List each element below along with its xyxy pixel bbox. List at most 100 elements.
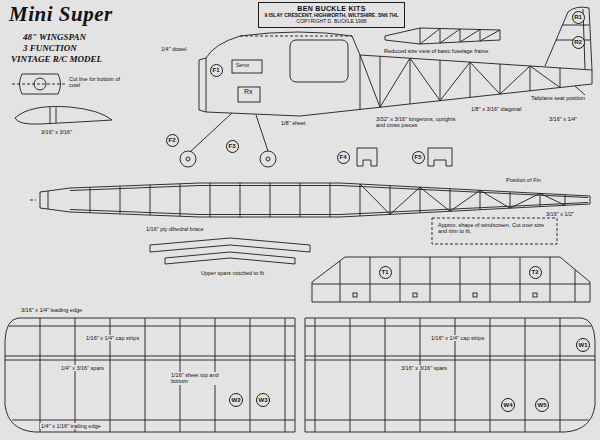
plan-note: 1/16" x 1/4" cap strips bbox=[430, 335, 485, 341]
tailplane-plan bbox=[473, 293, 477, 297]
callout-text: F3 bbox=[228, 143, 235, 150]
plan-note: 1/16" ply dihedral brace bbox=[145, 226, 205, 232]
callout-text: F2 bbox=[168, 137, 175, 144]
fuselage-side-view bbox=[575, 70, 592, 95]
fuselage-side-view bbox=[238, 87, 260, 102]
callout-number: F1 bbox=[210, 64, 223, 77]
fuselage-side-view bbox=[232, 60, 262, 73]
callout-text: W3 bbox=[259, 397, 268, 404]
tailplane-plan bbox=[312, 284, 590, 285]
fuselage-side-view bbox=[545, 7, 592, 70]
callout-number: F5 bbox=[412, 151, 425, 164]
dihedral-brace bbox=[150, 238, 310, 264]
callout-number: W2 bbox=[229, 393, 243, 407]
fuselage-side-view bbox=[180, 7, 592, 167]
callout-number: W3 bbox=[256, 393, 270, 407]
plan-note: 3/16" x 1/2" bbox=[545, 211, 575, 217]
plan-note: 1/4" dowel bbox=[160, 46, 188, 52]
fuselage-top-view bbox=[360, 184, 565, 214]
wing-rib-section bbox=[50, 107, 56, 123]
cowl-front-view bbox=[12, 84, 66, 85]
fuselage-top-view bbox=[40, 183, 590, 217]
tailplane-plan bbox=[312, 257, 590, 302]
fuselage-top-view bbox=[48, 183, 565, 217]
callout-text: W4 bbox=[504, 402, 513, 409]
plan-note: 3/32" x 3/16" longerons, uprights and cr… bbox=[375, 116, 467, 129]
fuselage-side-view bbox=[190, 113, 268, 152]
subtitle: 3 FUNCTION bbox=[22, 43, 78, 53]
plan-title: Mini Super bbox=[8, 2, 114, 26]
tailplane-plan bbox=[413, 293, 417, 297]
callout-number: F2 bbox=[166, 134, 179, 147]
reduced-fuselage-frame bbox=[385, 28, 500, 44]
callout-text: W2 bbox=[232, 397, 241, 404]
plan-note: 3/16" x 1/4" bbox=[548, 116, 578, 122]
plan-note: Tailplane seat position bbox=[530, 95, 586, 101]
plan-note: Servo bbox=[235, 63, 250, 69]
tailplane-plan bbox=[533, 293, 537, 297]
callout-number: F4 bbox=[337, 151, 350, 164]
callout-text: R2 bbox=[574, 39, 582, 46]
wing-right-panel bbox=[305, 318, 595, 432]
fuselage-side-view bbox=[206, 32, 592, 70]
title-block-text: BEN BUCKLE KITS bbox=[263, 5, 400, 13]
wing-left-panel bbox=[5, 318, 295, 432]
tailplane-plan bbox=[312, 257, 590, 302]
fuselage-side-view bbox=[260, 151, 276, 167]
fuselage-top-view bbox=[30, 200, 36, 201]
reduced-fuselage-frame bbox=[385, 28, 500, 44]
wing-rib-section bbox=[15, 106, 112, 124]
fuselage-formers bbox=[428, 148, 452, 166]
callout-number: F3 bbox=[226, 140, 239, 153]
dihedral-brace bbox=[165, 252, 295, 264]
tailplane-plan bbox=[353, 293, 357, 297]
wing-right-panel bbox=[305, 326, 595, 420]
plan-note: Approx. shape of windscreen. Cut over si… bbox=[437, 222, 554, 235]
wing-left-panel bbox=[5, 318, 295, 432]
fuselage-top-view bbox=[30, 183, 590, 217]
fuselage-formers bbox=[357, 148, 452, 166]
fuselage-side-view bbox=[290, 40, 348, 82]
callout-text: F4 bbox=[339, 154, 346, 161]
callout-number: T2 bbox=[529, 266, 542, 279]
fuselage-side-view bbox=[240, 36, 352, 37]
plan-note: 1/16" x 1/4" cap strips bbox=[85, 335, 140, 341]
fuselage-side-view bbox=[180, 151, 196, 167]
fuselage-formers bbox=[357, 148, 377, 166]
plan-note: Position of Fin bbox=[505, 177, 542, 183]
fuselage-side-view bbox=[556, 9, 590, 69]
plan-note: 1/8" sheet bbox=[280, 120, 307, 126]
callout-text: W1 bbox=[579, 342, 588, 349]
cowl-front-view bbox=[12, 74, 66, 94]
wing-right-panel bbox=[315, 318, 560, 432]
callout-text: T1 bbox=[381, 269, 388, 276]
callout-text: T2 bbox=[531, 269, 538, 276]
plan-note: Reduced size view of basic fuselage fram… bbox=[383, 48, 489, 54]
plan-note: 3/16" x 3/16" bbox=[40, 129, 73, 135]
plan-note: Rx bbox=[243, 88, 254, 96]
plan-note: 1/4" x 3/16" spars bbox=[60, 365, 105, 371]
callout-number: W4 bbox=[501, 398, 515, 412]
title-block: BEN BUCKLE KITS9 ISLAY CRESCENT, HIGHWOR… bbox=[258, 2, 405, 28]
windscreen-outline bbox=[432, 218, 557, 244]
fuselage-side-view bbox=[186, 157, 190, 161]
wing-left-panel bbox=[5, 326, 295, 420]
callout-number: W5 bbox=[535, 398, 549, 412]
wing-rib-section bbox=[15, 106, 112, 124]
callout-number: R2 bbox=[572, 36, 585, 49]
fuselage-side-view bbox=[266, 157, 270, 161]
fuselage-side-view bbox=[206, 84, 592, 116]
callout-number: R1 bbox=[572, 11, 585, 24]
tailplane-plan bbox=[340, 257, 575, 302]
reduced-fuselage-frame bbox=[420, 29, 500, 45]
callout-number: W1 bbox=[576, 338, 590, 352]
subtitle: VINTAGE R/C MODEL bbox=[10, 54, 103, 64]
callout-text: F5 bbox=[414, 154, 421, 161]
wing-left-panel bbox=[40, 318, 285, 432]
dihedral-brace bbox=[150, 238, 310, 252]
plan-note: 1/8" x 3/16" diagonal bbox=[470, 106, 522, 112]
callout-text: F1 bbox=[212, 67, 219, 74]
